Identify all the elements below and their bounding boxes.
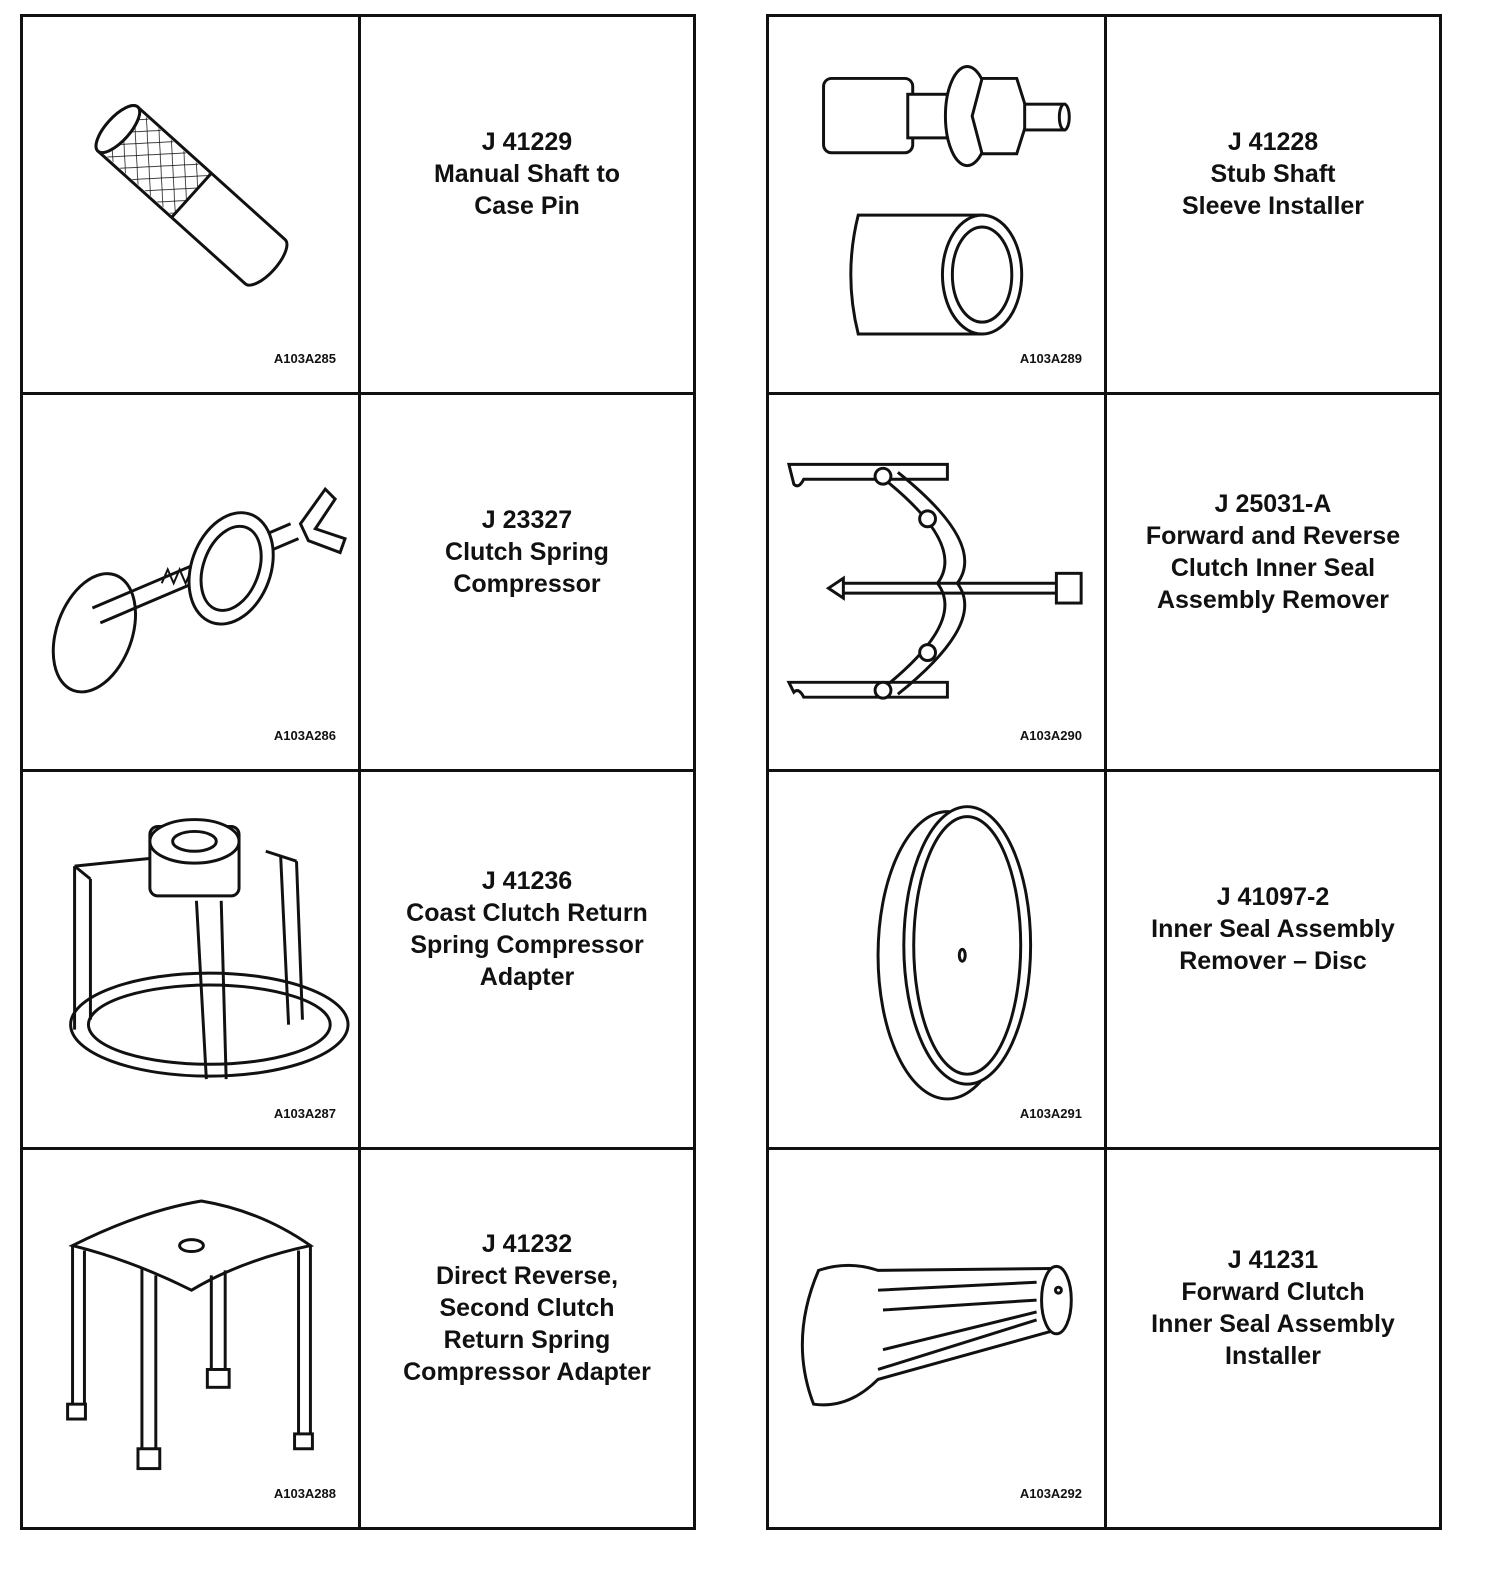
seal-installer-icon bbox=[800, 1263, 1073, 1406]
tool-illustration: A103A288 bbox=[23, 1149, 361, 1527]
tool-label: J 41232 Direct Reverse, Second Clutch Re… bbox=[403, 1230, 651, 1387]
tool-illustration: A103A285 bbox=[23, 17, 361, 395]
tool-description: J 41232 Direct Reverse, Second Clutch Re… bbox=[361, 1150, 693, 1528]
knurled-pin-icon bbox=[94, 104, 289, 287]
tool-description: J 41229 Manual Shaft to Case Pin bbox=[361, 17, 693, 395]
compressor-adapter-icon bbox=[69, 818, 350, 1080]
tool-label: J 23327 Clutch Spring Compressor bbox=[445, 505, 609, 598]
tool-description: J 41231 Forward Clutch Inner Seal Assemb… bbox=[1107, 1150, 1439, 1528]
tool-description: J 41228 Stub Shaft Sleeve Installer bbox=[1107, 17, 1439, 395]
figure-code: A103A289 bbox=[1019, 350, 1082, 366]
tool-illustration: A103A286 bbox=[23, 394, 361, 772]
tool-label: J 41229 Manual Shaft to Case Pin bbox=[433, 128, 621, 221]
figure-code: A103A291 bbox=[1019, 1105, 1082, 1121]
tool-illustration: A103A292 bbox=[769, 1149, 1107, 1527]
tool-label: J 41097-2 Inner Seal Assembly Remover – … bbox=[1151, 883, 1395, 976]
figure-code: A103A286 bbox=[273, 728, 336, 743]
seal-puller-icon bbox=[786, 462, 1083, 700]
tool-table-right: A103A289 J 41228 Stub Shaft Sleeve Insta… bbox=[766, 14, 1442, 1530]
tool-description: J 41236 Coast Clutch Return Spring Compr… bbox=[361, 772, 693, 1150]
figure-code: A103A285 bbox=[273, 350, 336, 366]
tool-illustration: A103A291 bbox=[769, 772, 1107, 1150]
tool-label: J 41231 Forward Clutch Inner Seal Assemb… bbox=[1151, 1246, 1395, 1371]
tool-illustration: A103A289 bbox=[769, 17, 1107, 395]
tool-description: J 23327 Clutch Spring Compressor bbox=[361, 395, 693, 772]
tool-label: J 41236 Coast Clutch Return Spring Compr… bbox=[406, 867, 648, 992]
tool-illustration: A103A287 bbox=[23, 772, 361, 1150]
tool-label: J 25031-A Forward and Reverse Clutch Inn… bbox=[1145, 489, 1401, 614]
tool-description: J 25031-A Forward and Reverse Clutch Inn… bbox=[1107, 395, 1439, 772]
spring-compressor-icon bbox=[51, 486, 347, 693]
tool-table-left: A103A285 J 41229 Manual Shaft to Case Pi… bbox=[20, 14, 696, 1530]
disc-icon bbox=[876, 805, 1033, 1101]
sleeve-installer-icon bbox=[822, 65, 1071, 336]
figure-code: A103A288 bbox=[273, 1486, 336, 1501]
four-leg-adapter-icon bbox=[66, 1198, 315, 1470]
tool-illustration: A103A290 bbox=[769, 394, 1107, 772]
tool-label: J 41228 Stub Shaft Sleeve Installer bbox=[1181, 128, 1365, 221]
figure-code: A103A287 bbox=[273, 1105, 336, 1121]
tool-description: J 41097-2 Inner Seal Assembly Remover – … bbox=[1107, 772, 1439, 1150]
figure-code: A103A292 bbox=[1019, 1486, 1082, 1501]
figure-code: A103A290 bbox=[1019, 728, 1082, 743]
